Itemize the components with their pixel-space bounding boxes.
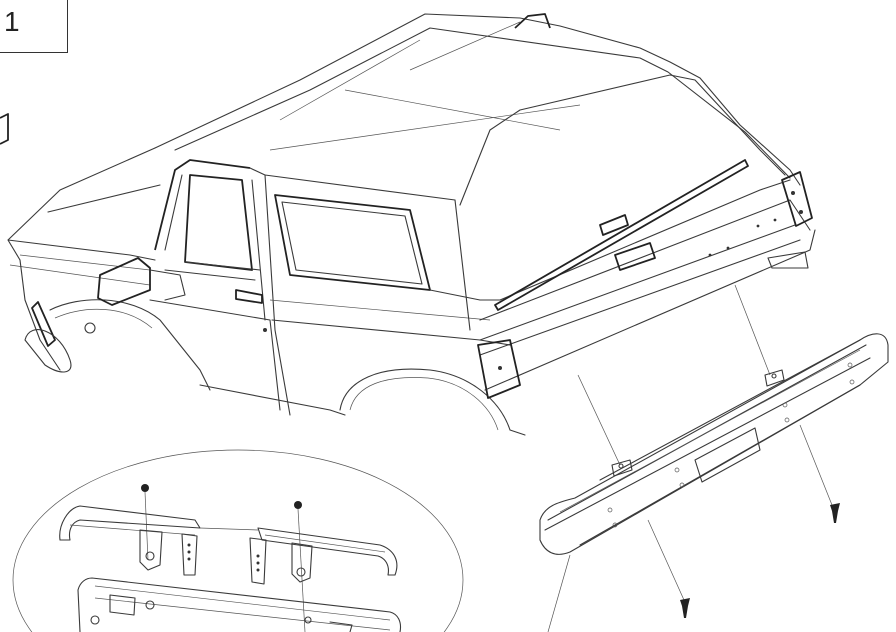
edge-part-fragment [0, 113, 9, 145]
screw-right [830, 503, 840, 523]
screw-left [680, 598, 690, 618]
step-number-box: 1 [0, 0, 68, 53]
detail-inset [12, 449, 464, 632]
truck-body-shell [7, 13, 816, 436]
step-number: 1 [4, 6, 20, 37]
assembly-guide-lines [547, 284, 833, 632]
rear-bumper [539, 333, 889, 555]
